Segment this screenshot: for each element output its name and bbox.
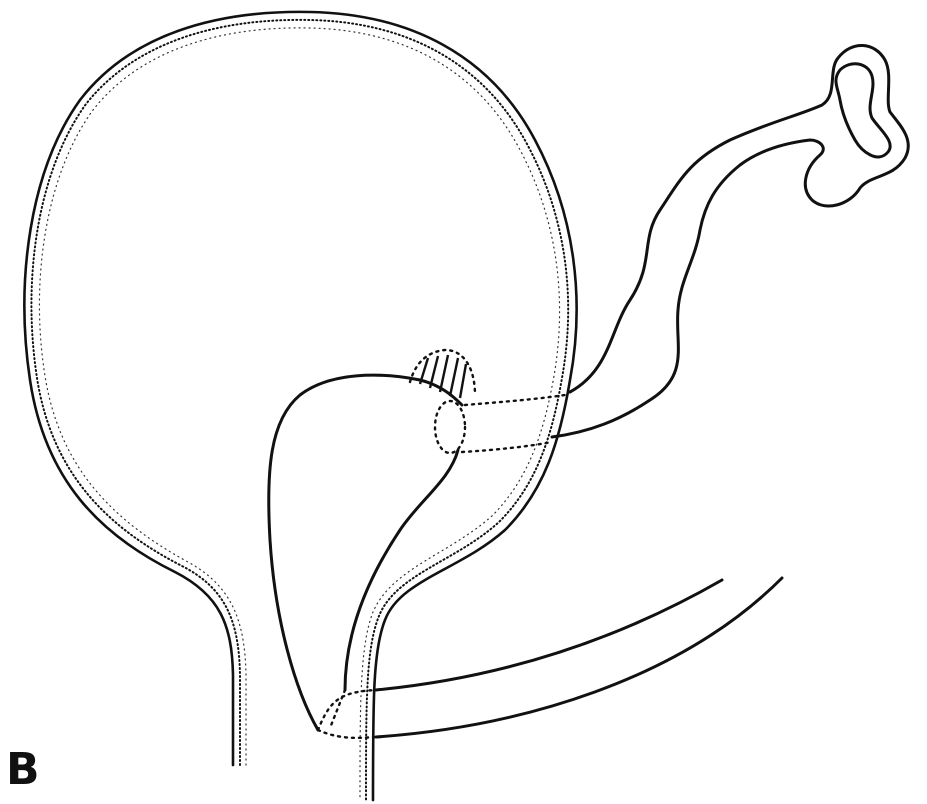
dotted-junction [435,395,565,453]
panel-label: B [6,748,40,792]
tortuous-tube [552,45,908,437]
inner-structure [269,375,462,730]
sac-outline [24,12,576,800]
